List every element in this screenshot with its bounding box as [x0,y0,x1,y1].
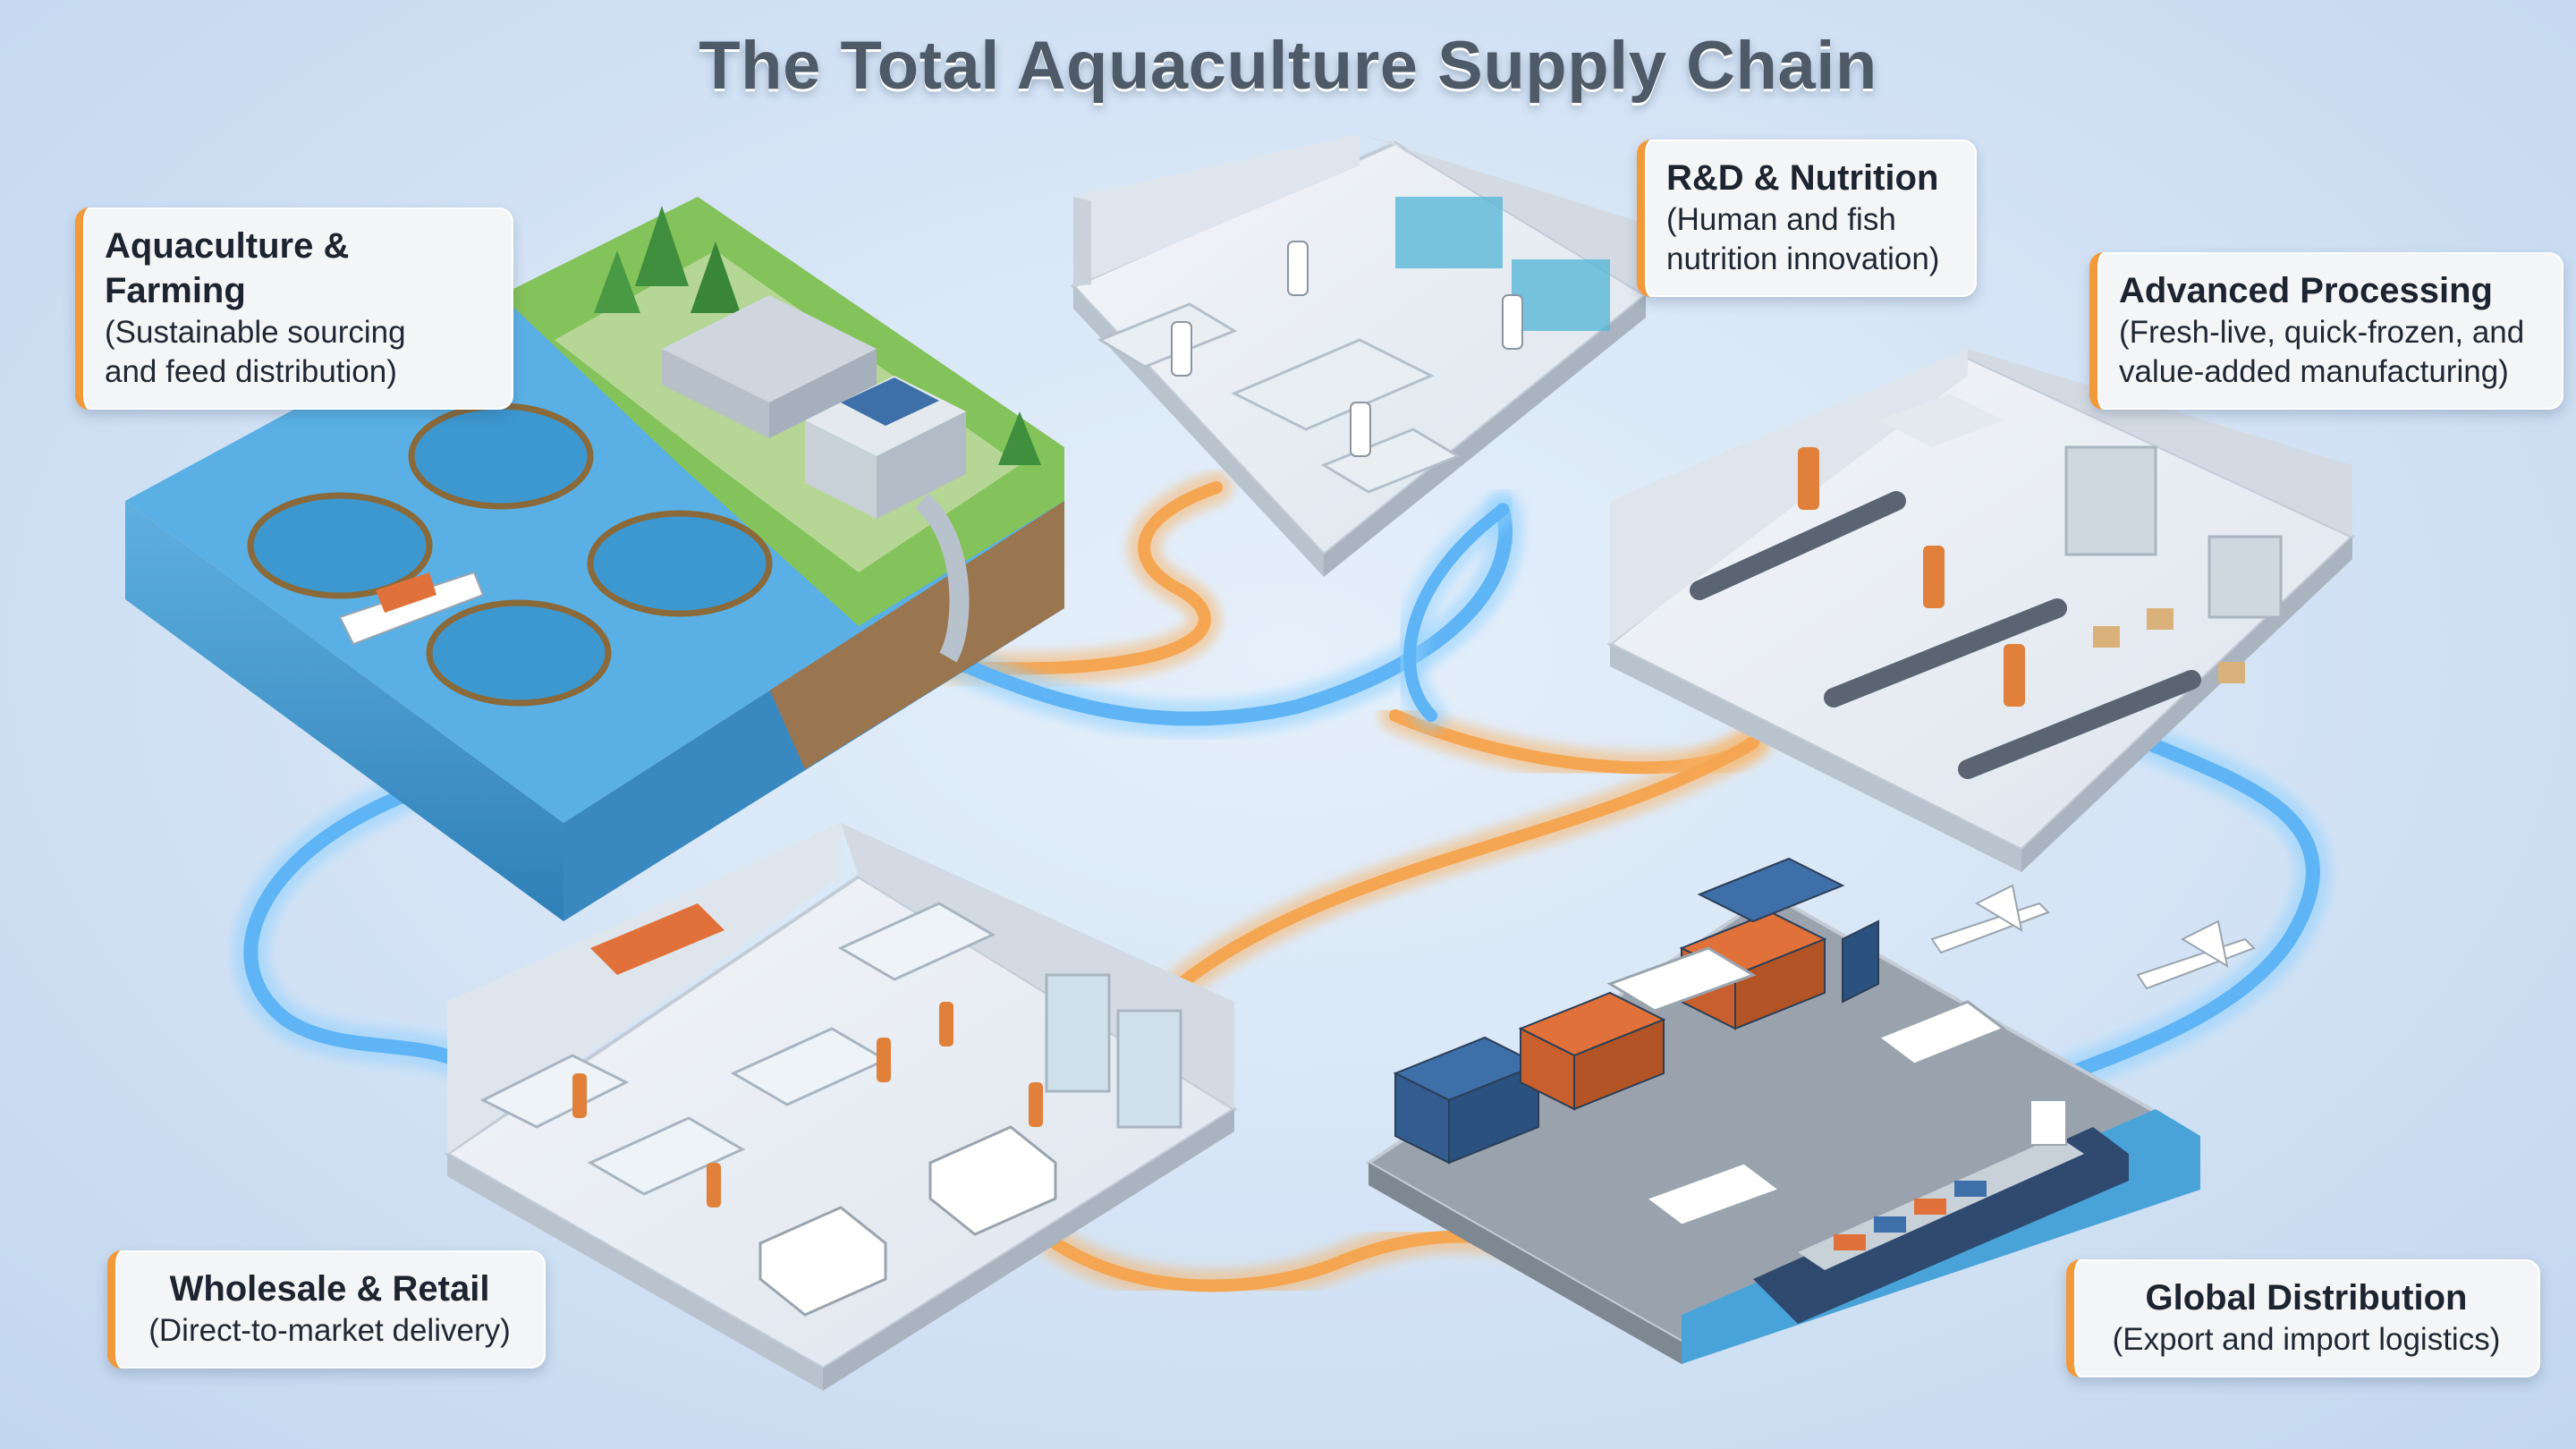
orange-flow [932,471,1769,1302]
rnd-title: R&D & Nutrition [1666,158,1939,198]
label-distribution: Global Distribution (Export and import l… [2066,1259,2540,1377]
retail-title: Wholesale & Retail [169,1269,490,1309]
label-rnd: R&D & Nutrition (Human and fish nutritio… [1637,140,1977,297]
retail-subtitle: (Direct-to-market delivery) [148,1313,511,1348]
farming-subtitle: (Sustainable sourcing and feed distribut… [105,315,406,389]
distribution-title: Global Distribution [2145,1278,2468,1318]
farming-title: Aquaculture & Farming [105,226,350,310]
label-processing: Advanced Processing (Fresh-live, quick-f… [2089,252,2563,410]
rnd-subtitle: (Human and fish nutrition innovation) [1666,202,1940,276]
cargo-ship [1753,1099,2129,1324]
retail-store [444,823,1238,1391]
planes [1930,884,2256,990]
processing-title: Advanced Processing [2119,271,2493,310]
label-retail: Wholesale & Retail (Direct-to-market del… [107,1250,546,1368]
fish-cages [247,402,773,707]
flow-pipes [233,471,2331,1302]
processing-subtitle: (Fresh-live, quick-frozen, and value-add… [2119,315,2525,389]
label-farming: Aquaculture & Farming (Sustainable sourc… [75,208,513,410]
boat [338,571,485,646]
blue-flow [233,492,2331,1100]
distribution-port [1365,857,2256,1364]
distribution-subtitle: (Export and import logistics) [2112,1322,2501,1357]
trees [594,206,1041,465]
page-title: The Total Aquaculture Supply Chain [699,28,1877,104]
farm-building [662,295,966,519]
rnd-lab [1070,134,1649,577]
processing-factory [1606,349,2356,872]
